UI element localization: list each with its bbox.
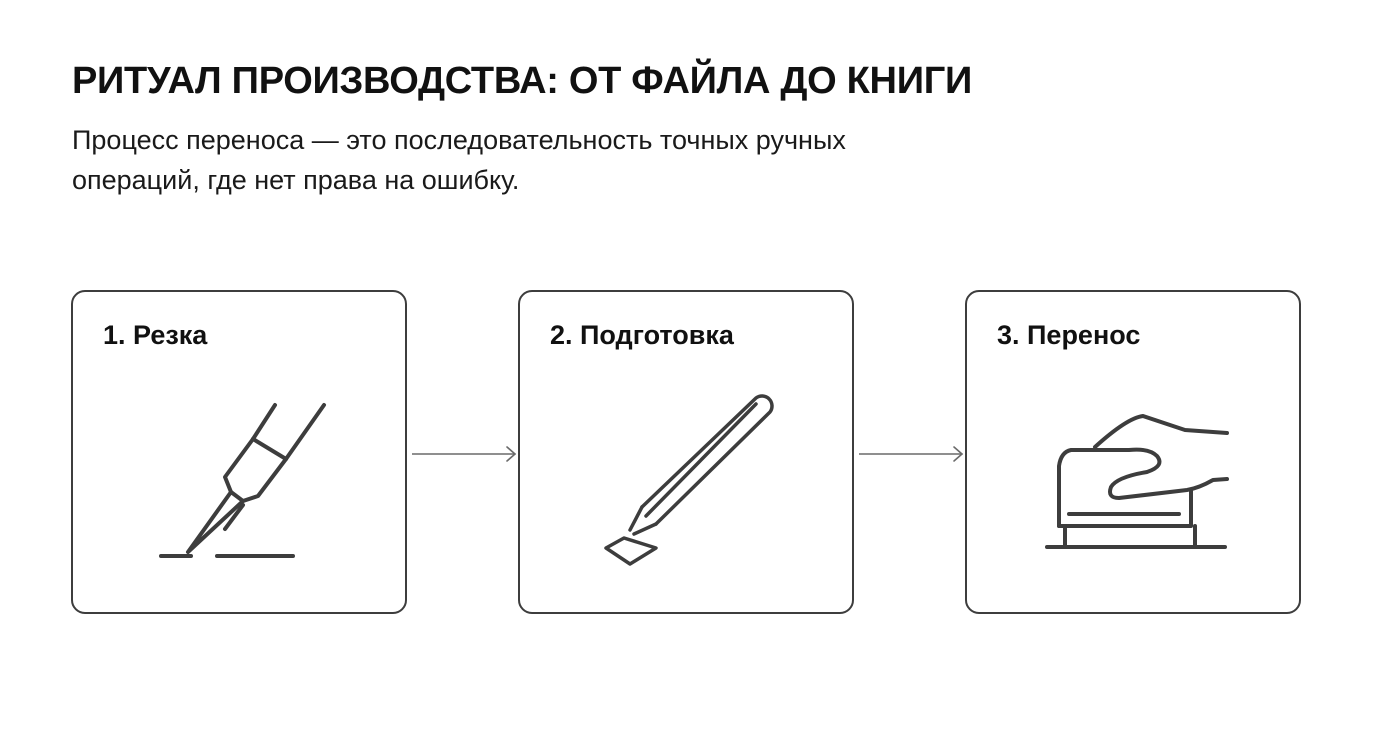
page-subtitle: Процесс переноса — это последовательност… (72, 125, 846, 195)
page-title: РИТУАЛ ПРОИЗВОДСТВА: ОТ ФАЙЛА ДО КНИГИ (72, 60, 972, 102)
step-label: 1. Резка (103, 320, 208, 350)
hand-press-icon (1045, 414, 1229, 549)
arrow-right-icon (412, 446, 517, 462)
step-label: 3. Перенос (997, 320, 1141, 350)
step-card-preparation: 2. Подготовка (518, 290, 854, 614)
step-card-cutting: 1. Резка (71, 290, 407, 614)
arrow-right-icon (859, 446, 964, 462)
craft-knife-icon (159, 403, 326, 558)
tweezers-icon (604, 394, 774, 566)
step-label: 2. Подготовка (550, 320, 734, 350)
step-card-transfer: 3. Перенос (965, 290, 1301, 614)
